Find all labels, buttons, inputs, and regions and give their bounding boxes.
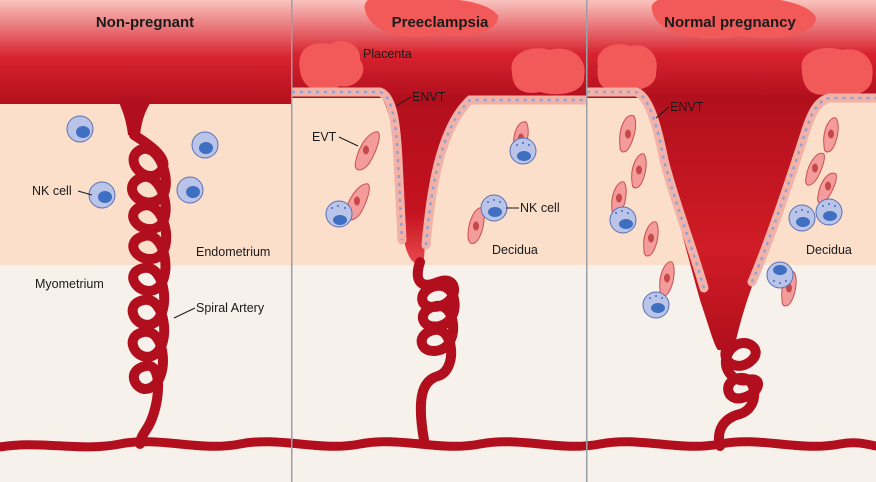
evt-cell-icon <box>823 117 839 153</box>
basal-vessel <box>0 437 876 452</box>
panel-preeclampsia: Preeclampsia Placenta ENVT EVT NK cell D… <box>292 0 586 482</box>
envt-nuclei <box>587 90 706 289</box>
placenta-icon <box>364 0 499 37</box>
nk-cell-icon <box>176 176 204 204</box>
label-placenta: Placenta <box>363 47 412 61</box>
nk-cell-icon <box>480 194 508 222</box>
spiral-artery-icon <box>127 130 172 449</box>
panel-title-preeclampsia: Preeclampsia <box>392 14 489 31</box>
placenta-icon <box>597 44 657 91</box>
panel-title-normal-pregnancy: Normal pregnancy <box>664 14 796 31</box>
envt-nuclei <box>750 96 876 283</box>
label-endometrium: Endometrium <box>196 245 270 259</box>
leader-envt-2 <box>655 106 670 119</box>
placenta-icon <box>801 48 873 97</box>
label-evt: EVT <box>312 130 337 144</box>
nk-cell-icon <box>609 206 637 234</box>
leader-envt <box>395 96 412 107</box>
nk-cell-icon <box>325 200 353 228</box>
panel-non-pregnant: Non-pregnant NK cell Endometrium Myometr… <box>0 0 291 482</box>
evt-cell-icon <box>643 221 659 257</box>
label-decidua: Decidua <box>492 243 538 257</box>
label-decidua-2: Decidua <box>806 243 852 257</box>
label-envt-2: ENVT <box>670 100 704 114</box>
leader-spiral-artery <box>173 307 196 319</box>
panel-normal-pregnancy: Normal pregnancy ENVT Decidua <box>587 0 876 482</box>
label-nk-cell-2: NK cell <box>520 201 560 215</box>
nk-cell-icon <box>509 137 537 165</box>
lumen-band <box>0 0 291 104</box>
nk-cell-icon <box>191 131 219 159</box>
placenta-icon <box>299 40 364 92</box>
nk-cell-icon <box>766 261 794 289</box>
label-spiral-artery: Spiral Artery <box>196 301 265 315</box>
label-envt: ENVT <box>412 90 446 104</box>
nk-cell-icon <box>788 204 816 232</box>
label-nk-cell: NK cell <box>32 184 72 198</box>
label-myometrium: Myometrium <box>35 277 104 291</box>
evt-cell-icon <box>805 152 825 186</box>
evt-cell-icon <box>354 131 380 171</box>
nk-cell-icon <box>815 198 843 226</box>
evt-cell-icon <box>619 114 637 153</box>
artery-funnel <box>380 95 470 264</box>
spiral-artery-icon <box>412 257 460 445</box>
placenta-icon <box>651 0 816 39</box>
placenta-icon <box>511 48 585 95</box>
nk-cell-icon <box>66 115 94 143</box>
panel-divider <box>291 0 293 482</box>
panel-title-non-pregnant: Non-pregnant <box>96 14 194 31</box>
nk-cell-icon <box>88 181 116 209</box>
spiral-artery-icon <box>714 338 763 451</box>
evt-cell-icon <box>631 153 647 189</box>
evt-cell-icon <box>659 261 675 297</box>
artery-neck <box>118 100 152 135</box>
leader-evt <box>338 136 359 147</box>
artery-funnel <box>640 95 826 350</box>
nk-cell-icon <box>642 291 670 319</box>
evt-cell-icon <box>467 207 485 244</box>
envt-nuclei <box>424 98 586 246</box>
envt-nuclei <box>292 90 404 241</box>
panel-divider <box>586 0 588 482</box>
leader-nk-cell <box>77 190 93 196</box>
